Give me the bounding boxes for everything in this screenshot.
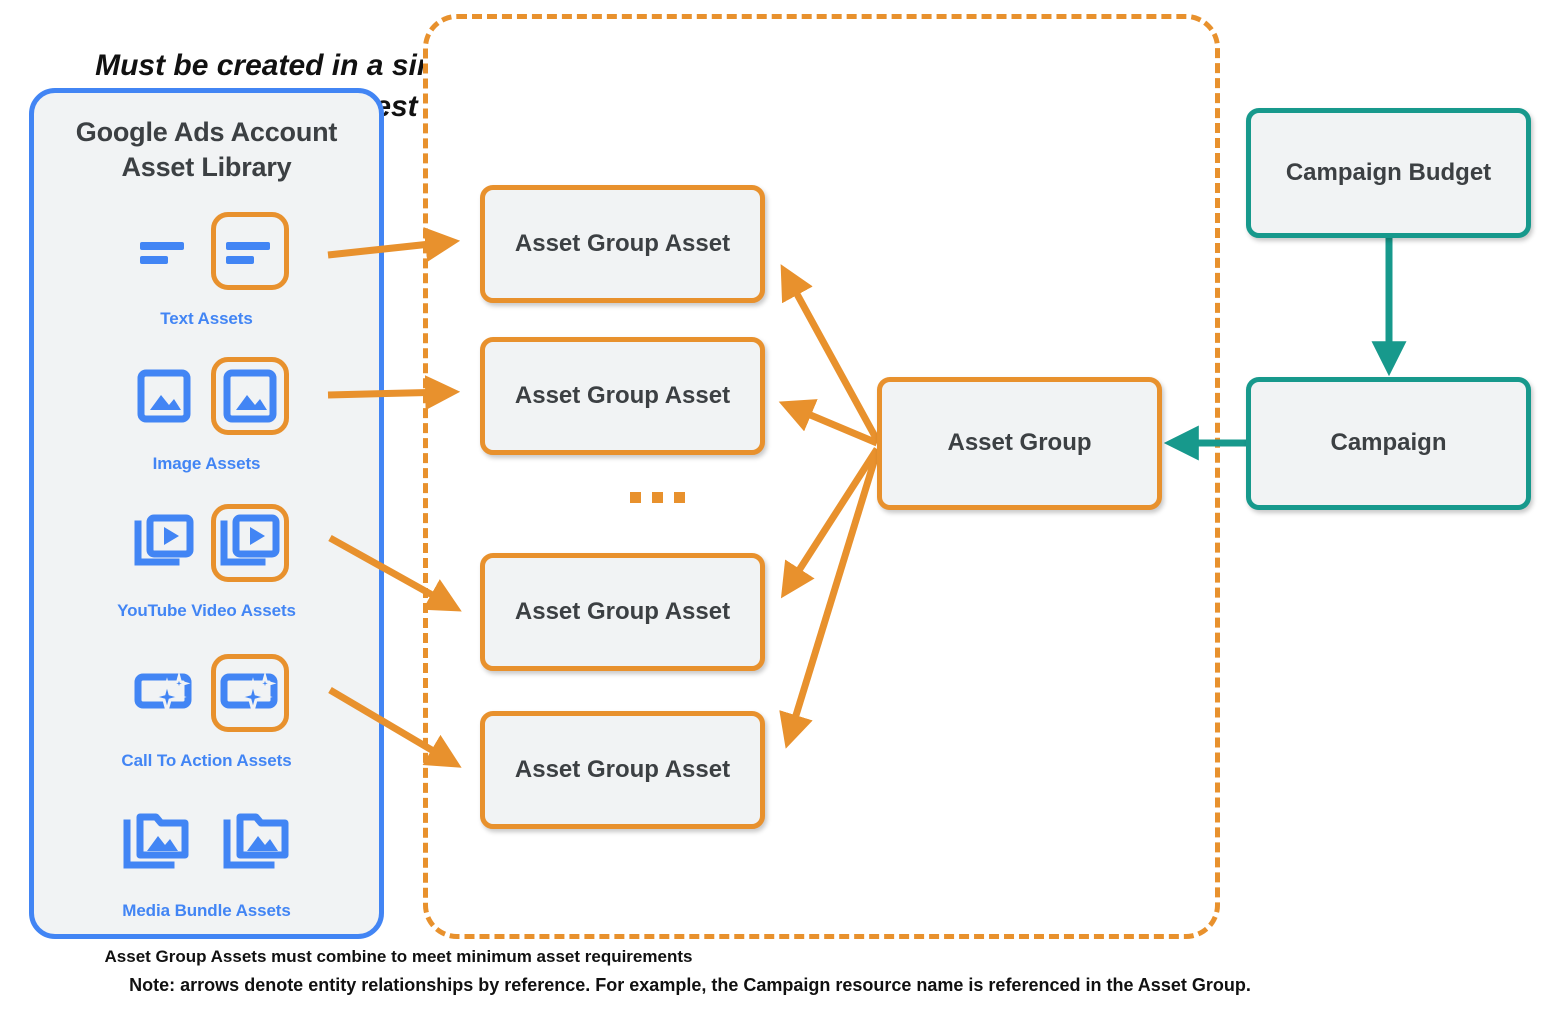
asset-library-title-line2: Asset Library xyxy=(121,151,292,182)
text-lines-icon-selected[interactable] xyxy=(210,212,289,290)
node-asset-group-asset-2[interactable]: Asset Group Asset xyxy=(480,337,765,455)
node-asset-group[interactable]: Asset Group xyxy=(877,377,1162,510)
asset-library-item-image-assets[interactable]: Image Assets xyxy=(34,346,379,478)
asset-library-item-label: Image Assets xyxy=(152,454,261,473)
asset-library-item-label: Text Assets xyxy=(160,309,253,328)
image-icon xyxy=(125,357,203,435)
asset-library-panel: Google Ads Account Asset Library xyxy=(29,88,384,939)
asset-library-title-line1: Google Ads Account xyxy=(75,117,338,147)
mutate-region-footnote: Asset Group Assets must combine to meet … xyxy=(104,947,693,966)
asset-library-item-media-bundle-assets[interactable]: Media Bundle Assets xyxy=(34,793,379,925)
asset-library-item-label: Media Bundle Assets xyxy=(122,901,291,920)
node-campaign-budget[interactable]: Campaign Budget xyxy=(1246,108,1531,238)
asset-library-item-label: YouTube Video Assets xyxy=(117,601,296,620)
video-assets-icon-group xyxy=(34,493,379,593)
image-icon-selected[interactable] xyxy=(210,357,289,435)
diagram-bottom-note: Note: arrows denote entity relationships… xyxy=(129,975,1251,995)
call-to-action-icon xyxy=(125,654,203,732)
text-lines-icon xyxy=(125,212,203,290)
asset-library-item-youtube-video-assets[interactable]: YouTube Video Assets xyxy=(34,493,379,625)
node-asset-group-asset-1[interactable]: Asset Group Asset xyxy=(480,185,765,303)
node-asset-group-asset-3[interactable]: Asset Group Asset xyxy=(480,553,765,671)
media-bundle-icon-group xyxy=(34,793,379,893)
video-stack-icon-selected[interactable] xyxy=(210,504,289,582)
ellipsis-icon xyxy=(630,492,685,503)
media-bundle-icon xyxy=(118,804,196,882)
asset-library-item-call-to-action-assets[interactable]: Call To Action Assets xyxy=(34,643,379,775)
cta-assets-icon-group xyxy=(34,643,379,743)
call-to-action-icon-selected[interactable] xyxy=(210,654,289,732)
node-asset-group-asset-4[interactable]: Asset Group Asset xyxy=(480,711,765,829)
video-stack-icon xyxy=(125,504,203,582)
image-assets-icon-group xyxy=(34,346,379,446)
asset-library-item-text-assets[interactable]: Text Assets xyxy=(34,201,379,333)
asset-library-title: Google Ads Account Asset Library xyxy=(34,115,379,184)
media-bundle-icon xyxy=(218,804,296,882)
node-campaign[interactable]: Campaign xyxy=(1246,377,1531,510)
text-assets-icon-group xyxy=(34,201,379,301)
asset-library-item-label: Call To Action Assets xyxy=(121,751,292,770)
